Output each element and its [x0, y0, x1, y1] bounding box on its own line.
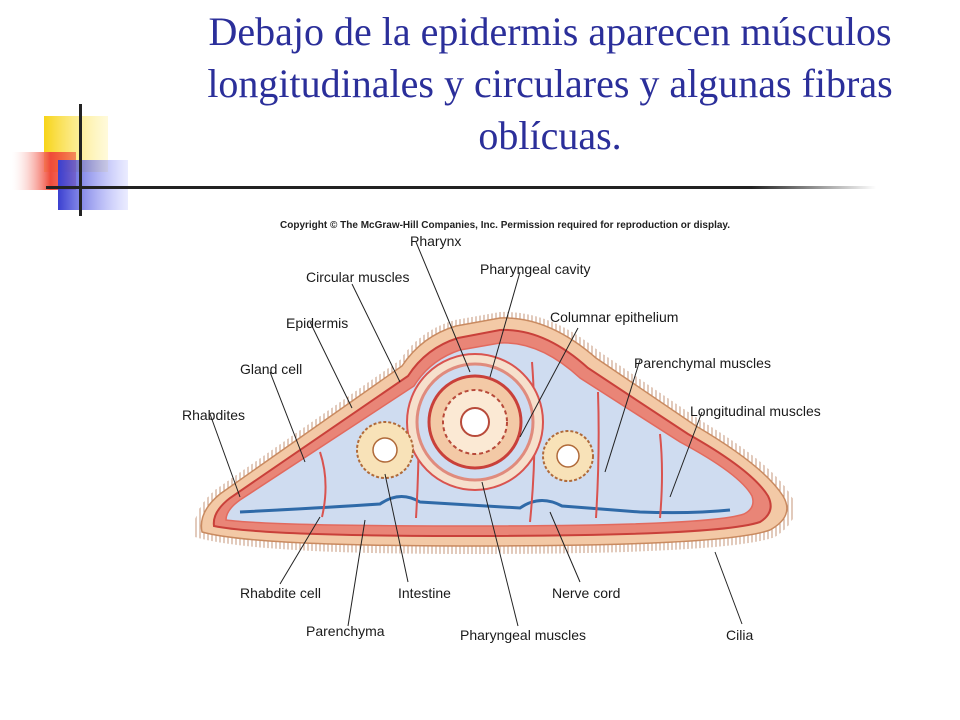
label-pharyngeal-cavity: Pharyngeal cavity — [480, 261, 591, 277]
pharynx — [406, 353, 544, 491]
label-cilia: Cilia — [726, 627, 753, 643]
label-parenchyma: Parenchyma — [306, 623, 385, 639]
label-longitudinal-muscles: Longitudinal muscles — [690, 403, 821, 419]
label-pharyngeal-muscles: Pharyngeal muscles — [460, 627, 586, 643]
nerve-cord — [239, 495, 731, 515]
label-columnar-epithelium: Columnar epithelium — [550, 309, 678, 325]
label-gland-cell: Gland cell — [240, 361, 302, 377]
label-rhabdites: Rhabdites — [182, 407, 245, 423]
label-nerve-cord: Nerve cord — [552, 585, 620, 601]
label-pharynx: Pharynx — [410, 233, 461, 249]
label-intestine: Intestine — [398, 585, 451, 601]
slide-title: Debajo de la epidermis aparecen músculos… — [207, 9, 893, 158]
planarian-cross-section-figure: Copyright © The McGraw-Hill Companies, I… — [182, 220, 821, 643]
deco-horizontal-line — [46, 186, 876, 189]
label-rhabdite-cell: Rhabdite cell — [240, 585, 321, 601]
intestine-left — [356, 421, 414, 479]
deco-blue-square — [58, 160, 128, 210]
deco-red-square — [12, 152, 76, 190]
label-epidermis: Epidermis — [286, 315, 348, 331]
figure-copyright: Copyright © The McGraw-Hill Companies, I… — [280, 220, 730, 231]
label-parenchymal-muscles: Parenchymal muscles — [634, 355, 771, 371]
deco-yellow-square — [44, 116, 108, 172]
figure-labels: Pharynx Pharyngeal cavity Circular muscl… — [182, 233, 821, 643]
label-circular-muscles: Circular muscles — [306, 269, 409, 285]
leader-lines — [209, 241, 743, 627]
deco-vertical-line — [79, 104, 82, 216]
intestine-right — [542, 430, 594, 482]
